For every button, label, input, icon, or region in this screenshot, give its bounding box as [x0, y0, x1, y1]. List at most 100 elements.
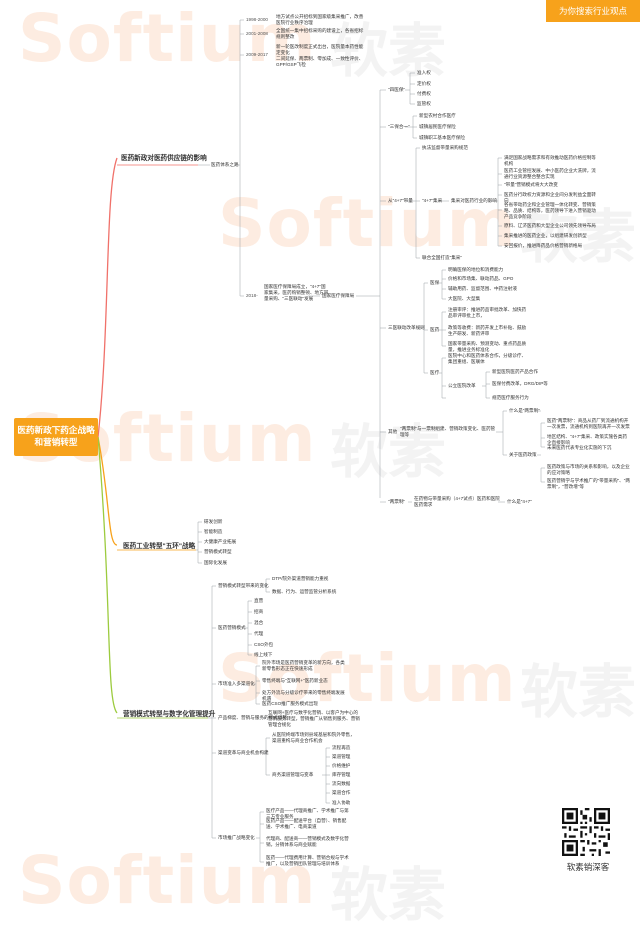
g4-text: 互联网+医疗与数字化营销、以客户为中心的营销服务转型，营销推广从销售到服务、营销…: [268, 710, 360, 727]
yibao-item-0: 明确医保的地位和消费能力: [448, 267, 504, 272]
g3-item-0: 院外市场是医药营销变革的新方向，各类新零售形态正在快速形成: [262, 660, 345, 671]
dedai-effect-3: 医药分行政权力资源和企业间分发利益全面转向: [504, 192, 596, 203]
g2-item-5: 线上线下: [254, 652, 273, 657]
dedai-effect-1: 医药工业管控发展、中小医药企业大洗牌，流通行业资源整合整合实现: [504, 168, 596, 179]
dedai-effect-4: 各省带动药企和企业管理一体化转变、营销策略、品质、结构等，医药领导下进入营销驱动…: [504, 202, 596, 219]
yiyao-item-0: 注册审评：推进药品审批改革、加快药品审评审批上市，: [448, 307, 527, 318]
sanbao-item-1: 城镇居民医疗保险: [419, 124, 456, 129]
sanbao-item-0: 新型农村合作医疗: [419, 113, 456, 118]
qita-item2-0: 医药政策与市场的关系和影响，以及企业的应对策略: [547, 464, 630, 475]
dedai-effect-0: 满足国家战略需求和有效推动医药价格控制等机构: [504, 155, 596, 166]
qita-item2-1: 医药营销学与学术推广的"带量采购"、"两票制"，"营改增"等: [547, 478, 630, 489]
yibao-item-1: 价格和市场集、联动药品、GPO: [448, 276, 514, 281]
dedai-effect-7: 安回报价，推进降药品价格营销新格局: [504, 243, 583, 248]
qita-item-2: 未来医药代表专业化实施的下沉: [547, 445, 612, 450]
sanjiao-item-1: 定价权: [417, 81, 431, 86]
g2-item-4: CSO外包: [254, 642, 274, 647]
g6-item-3: 医药——代理费用计算、营销合规与学术推广，以及营销团队管理与培训体系: [266, 855, 349, 866]
timeline-year-2: 2009-2017: [246, 52, 268, 57]
g5-item-2: 价格维护: [332, 763, 351, 768]
yibao-item-2: 辅助用药、监督范围、中药注射液: [448, 286, 517, 291]
g3-item-1: 零售终端与"互联网+"医药新业态: [262, 678, 328, 683]
guizhang-label: 三医联动改革规则: [388, 325, 425, 330]
g3-label: 市场准入多渠道化: [218, 681, 255, 686]
g6-item-1: 医药产品——配送平台（自营）、销售配送、学术推广、电商渠道: [266, 818, 347, 829]
qita-sub2: 关于医药政策: [509, 452, 537, 457]
g6-item-2: 代理商、配送商——营销模式及数字化营销，分销体系与商业赋能: [266, 836, 349, 847]
sanjiao-label: "四医保": [388, 87, 406, 92]
dedai-label: 从"4+7"带量: [388, 198, 413, 203]
g1-item-0: DTP/院外渠道营销能力重视: [272, 576, 329, 581]
branch-1-title: 医药新政对医药供应链的影响: [121, 155, 207, 162]
sanbao-item-2: 城镇职工基本医疗保险: [419, 135, 465, 140]
g6-item-0: 医疗产品——代理商推广、学术推广与第三方专业服务: [266, 808, 349, 819]
branch-3-title: 营销模式转型与数字化管理提升: [123, 711, 216, 718]
g2-label: 医药营销模式: [218, 625, 246, 630]
timeline-text-2: 新一轮医改制度正式出台，医院量本药性能定变化: [276, 44, 364, 55]
qita-sub: 什么是"两票制": [509, 408, 540, 413]
wuhuan-item-4: 国际化发展: [204, 560, 227, 565]
timeline-year-0: 1998-2000: [246, 17, 268, 22]
yiyao-item-2: 国家带量采购、预测变动、重点药品质量，推进业务标准化: [448, 341, 527, 352]
timeline-text-1: 全国统一集中招标采购的建设上，各省招标规则整改: [276, 28, 364, 39]
g1-item-1: 数据、行为、运营监管分析系统: [272, 589, 337, 594]
wuhuan-item-0: 研发创新: [204, 519, 223, 524]
timeline-year-4: 2018-: [246, 293, 258, 298]
reform-label: 国家医疗保障局: [322, 293, 355, 298]
g2-item-1: 招商: [254, 609, 264, 614]
sanjiao-item-0: 准入权: [417, 70, 431, 75]
mindmap-canvas: Softium 软素 Softium 软素 Softium 软素 Softium…: [14, 0, 640, 929]
yiyao-label: 医药: [430, 327, 440, 332]
sanjiao-item-3: 监管权: [417, 101, 431, 106]
g1-label: 营销模式转型带来的变化: [218, 583, 269, 588]
qita-item-0: 医药"两票制"：商品从药厂到流通机构开一次发票，流通机构到医院再开一次发票: [547, 418, 630, 429]
qita-label: 其他: [388, 429, 398, 434]
dedai-effect-2: "带量"营销模式将大大改变: [504, 182, 558, 187]
qita-item-1: 地区结构、"4+7"集采、政策实施各类药企直接影响: [547, 434, 627, 445]
wuhuan-item-3: 营销模式转型: [204, 549, 232, 554]
g3-item-3: 医药CSO推广服务模式出现: [262, 701, 318, 706]
dedai-cai-label: "4+7"集采: [422, 198, 443, 203]
yibao-label: 医保: [430, 280, 440, 285]
header-badge[interactable]: 为你搜索行业观点: [546, 0, 640, 22]
fenji-sub: 什么是"4+7": [507, 499, 532, 504]
wuhuan-item-1: 智能制造: [204, 529, 223, 534]
dedai-root-item: 执法监督带量采购规范: [422, 145, 468, 150]
dedai-next: 联合全国打造"集采": [422, 255, 463, 260]
g5-item-5: 渠道合作: [332, 790, 351, 795]
gonglv-item-1: 医保付费改革，DRG/DIP等: [492, 381, 548, 386]
gonglv-item-0: 新型医院医药产品合作: [492, 369, 538, 374]
sanbao-label: "三保合一": [388, 124, 410, 129]
fenji-label: "两票制": [388, 499, 406, 504]
timeline-label: 医药体系之路: [211, 162, 239, 167]
dedai-effect-label: 集采对医药行业的影响: [451, 198, 497, 203]
yiliao-top: 医院中心和医药体系合作，分级诊疗、集团重组、医联体: [448, 353, 527, 364]
g3-item-2: 处方外流与分级诊疗带来的零售终端发展机遇: [262, 690, 345, 701]
qr-code-icon: [562, 808, 610, 856]
dedai-effect-6: 集采推进的医药企业，以组建研发创新型: [504, 233, 587, 238]
g5-item-3: 库存管理: [332, 772, 351, 777]
root-node: 医药新政下药企战略和营销转型: [14, 418, 98, 456]
g6-label: 市场推广战略变化: [218, 835, 255, 840]
connector-lines: [97, 19, 545, 863]
g5-sub-label: 商务渠道管理与变革: [272, 772, 314, 777]
g2-item-3: 代理: [254, 631, 264, 636]
g5-text: 从医院终端市场到县域基层和院外零售，渠道重构与商业合作机会: [272, 732, 355, 743]
g5-item-4: 流向数据: [332, 781, 351, 786]
timeline-text-3: 二间延保、两票制、零加成、一致性评价、GPP/GSP飞检: [276, 56, 364, 67]
fenji-text: 在药物与带量采购（4+7试点）医药和医院医药需求: [414, 496, 500, 507]
yiliao-label: 医疗: [430, 370, 440, 375]
g5-item-6: 准入协助: [332, 800, 351, 805]
dedai-effect-5: 原料、辽济医药和大型企业公司领先领导布局: [504, 223, 596, 228]
g5-item-1: 渠道管理: [332, 754, 351, 759]
wuhuan-item-2: 大健康产业拓展: [204, 539, 237, 544]
timeline-text-0: 地方试点公开招标到国家级集采推广，改善医院行业秩序治理: [276, 14, 364, 25]
sanjiao-item-2: 付费权: [417, 91, 431, 96]
timeline-year-1: 2001-2008: [246, 31, 268, 36]
qita-text: "两票制"与一票制组建、营销政策变化、医药管理等: [400, 426, 496, 437]
gonglv-item-2: 规范医疗服务行为: [492, 395, 529, 400]
g5-item-0: 流程再造: [332, 745, 351, 750]
qr-label: 软素销深客: [566, 862, 610, 872]
yiyao-item-1: 政策等收费：新药开发上市补贴、鼓励生产研发、新药评审: [448, 325, 527, 336]
timeline-text-4: 国家医疗保障局成立，"4+7"国家集采，医药购销整顿、地方带量采购、"三医联动"…: [264, 284, 329, 301]
